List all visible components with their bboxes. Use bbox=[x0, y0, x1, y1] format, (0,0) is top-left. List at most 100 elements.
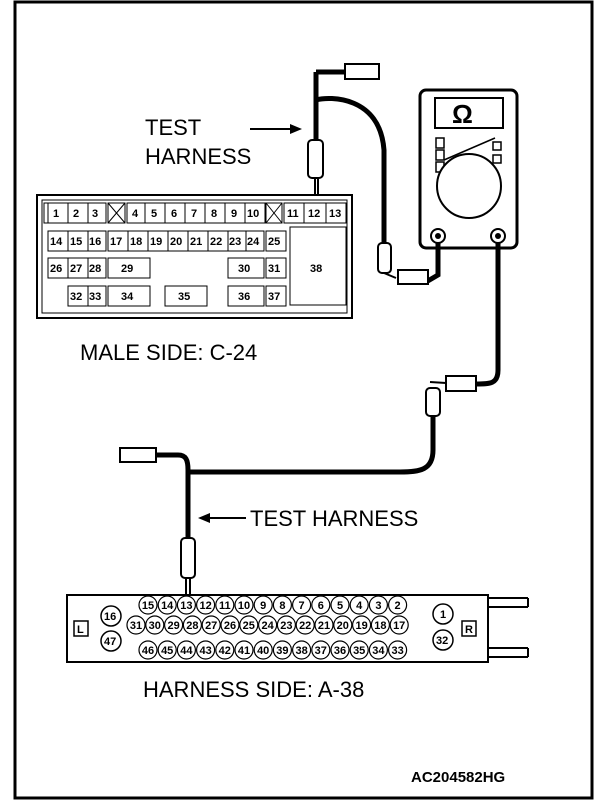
female-pin-circle bbox=[330, 595, 350, 615]
figure-code: AC204582HG bbox=[411, 769, 505, 786]
female-pin-circle bbox=[388, 640, 408, 660]
female-pin-26: 26 bbox=[224, 620, 236, 632]
female-pin-2: 2 bbox=[395, 600, 401, 612]
female-pin-circle bbox=[368, 640, 388, 660]
female-pin-37: 37 bbox=[315, 645, 327, 657]
male-pin-32: 32 bbox=[70, 291, 82, 303]
female-pin-circle bbox=[201, 615, 221, 635]
female-pin-5: 5 bbox=[337, 600, 343, 612]
male-pin-18: 18 bbox=[130, 236, 142, 248]
female-pin-circle bbox=[176, 595, 196, 615]
male-pin-17: 17 bbox=[110, 236, 122, 248]
female-pin-41: 41 bbox=[238, 645, 250, 657]
male-pin-26: 26 bbox=[50, 263, 62, 275]
male-pin-3: 3 bbox=[92, 208, 98, 220]
male-pin-25: 25 bbox=[268, 236, 280, 248]
female-pin-11: 11 bbox=[219, 600, 231, 612]
male-pin-15: 15 bbox=[70, 236, 82, 248]
female-pin-29: 29 bbox=[167, 620, 179, 632]
test-harness-top-label-1: TEST bbox=[145, 115, 201, 140]
male-pin-38: 38 bbox=[310, 263, 322, 275]
female-pin-circle bbox=[138, 640, 158, 660]
female-pin-22: 22 bbox=[299, 620, 311, 632]
male-pin-27: 27 bbox=[70, 263, 82, 275]
female-pin-12: 12 bbox=[199, 600, 211, 612]
male-pin-2: 2 bbox=[73, 208, 79, 220]
female-pin-circle bbox=[164, 615, 184, 635]
female-pin-3: 3 bbox=[375, 600, 381, 612]
female-pin-circle bbox=[292, 595, 312, 615]
male-pin-36: 36 bbox=[238, 291, 250, 303]
male-pin-1: 1 bbox=[53, 208, 59, 220]
female-pin-circle bbox=[330, 640, 350, 660]
female-pin-circle bbox=[272, 640, 292, 660]
female-pin-circle bbox=[196, 595, 216, 615]
meter-dial bbox=[436, 153, 502, 219]
female-pin-1: 1 bbox=[440, 609, 446, 621]
male-pin-4: 4 bbox=[132, 208, 139, 220]
female-pin-circle bbox=[311, 640, 331, 660]
meter-lead-left bbox=[377, 238, 441, 285]
female-pin-45: 45 bbox=[161, 645, 173, 657]
female-pin-circle bbox=[333, 615, 353, 635]
male-pin-28: 28 bbox=[89, 263, 101, 275]
male-pin-24: 24 bbox=[247, 236, 260, 248]
male-pin-30: 30 bbox=[238, 263, 250, 275]
arrow-top bbox=[250, 124, 302, 134]
male-pin-21: 21 bbox=[190, 236, 202, 248]
female-pin-circle bbox=[276, 615, 296, 635]
female-pin-17: 17 bbox=[393, 620, 405, 632]
female-pin-6: 6 bbox=[318, 600, 324, 612]
female-pin-circle bbox=[292, 640, 312, 660]
female-pin-32: 32 bbox=[436, 635, 448, 647]
figure-border bbox=[13, 0, 594, 800]
male-pin-22: 22 bbox=[210, 236, 222, 248]
female-pin-circle bbox=[182, 615, 202, 635]
female-pin-10: 10 bbox=[238, 600, 250, 612]
female-pin-18: 18 bbox=[374, 620, 386, 632]
female-pin-47: 47 bbox=[104, 636, 116, 648]
female-pin-circle bbox=[352, 615, 372, 635]
female-pin-15: 15 bbox=[142, 600, 154, 612]
female-pin-27: 27 bbox=[205, 620, 217, 632]
female-pin-8: 8 bbox=[279, 600, 285, 612]
male-pin-20: 20 bbox=[170, 236, 182, 248]
female-pin-34: 34 bbox=[372, 645, 385, 657]
female-pin-20: 20 bbox=[337, 620, 349, 632]
female-pin-circle bbox=[234, 595, 254, 615]
male-pin-11: 11 bbox=[287, 208, 299, 220]
test-harness-bottom bbox=[119, 447, 196, 602]
multimeter: Ω bbox=[418, 88, 519, 250]
female-pin-31: 31 bbox=[130, 620, 142, 632]
female-pin-46: 46 bbox=[142, 645, 154, 657]
male-pin-35: 35 bbox=[178, 291, 190, 303]
female-pin-35: 35 bbox=[353, 645, 365, 657]
female-pin-33: 33 bbox=[391, 645, 403, 657]
female-pin-circle bbox=[215, 595, 235, 615]
right-marker: R bbox=[465, 624, 473, 636]
female-pin-39: 39 bbox=[276, 645, 288, 657]
female-pin-circle bbox=[253, 640, 273, 660]
female-pin-7: 7 bbox=[299, 600, 305, 612]
male-pin-34: 34 bbox=[121, 291, 134, 303]
male-pin-37: 37 bbox=[268, 291, 280, 303]
female-pin-circle bbox=[295, 615, 315, 635]
male-pin-19: 19 bbox=[150, 236, 162, 248]
male-pin-9: 9 bbox=[231, 208, 237, 220]
female-pin-42: 42 bbox=[219, 645, 231, 657]
female-pin-circle bbox=[239, 615, 259, 635]
male-pin-7: 7 bbox=[191, 208, 197, 220]
female-pin-circle bbox=[272, 595, 292, 615]
left-marker: L bbox=[77, 624, 84, 636]
female-pin-circle bbox=[349, 595, 369, 615]
male-pin-14: 14 bbox=[50, 236, 63, 248]
female-pin-circle bbox=[176, 640, 196, 660]
female-pin-21: 21 bbox=[318, 620, 330, 632]
male-pin-5: 5 bbox=[151, 208, 157, 220]
female-pin-circle bbox=[258, 615, 278, 635]
female-pin-38: 38 bbox=[295, 645, 307, 657]
female-pin-circle bbox=[157, 595, 177, 615]
female-pin-circle bbox=[234, 640, 254, 660]
